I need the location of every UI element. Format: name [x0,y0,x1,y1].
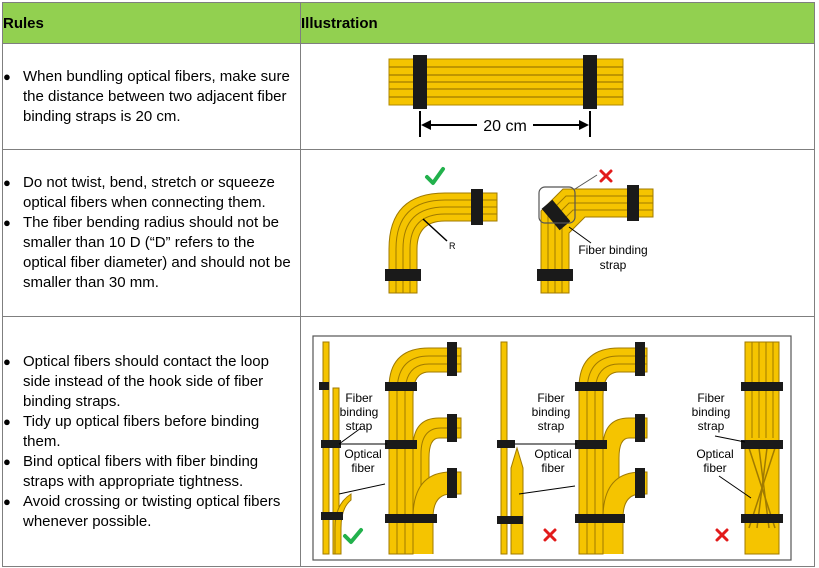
radius-label: R [449,241,456,251]
rules-header: Rules [2,2,301,44]
fiber-label-line2: fiber [351,461,374,475]
bending-radius-illustration: R Fiber binding strap [385,166,654,293]
strap-label-line1: Fiber [697,391,724,405]
illustration-header: Illustration [300,2,815,44]
distance-label: 20 cm [483,118,527,135]
rule-text-cell: Do not twist, bend, stretch or squeeze o… [2,149,301,317]
cross-icon [543,528,557,541]
table-row: Do not twist, bend, stretch or squeeze o… [2,149,815,317]
rule-list: Optical fibers should contact the loop s… [3,352,300,532]
fiber-label-line2: fiber [541,461,564,475]
panel-correct: Fiber binding strap Optical fiber [319,341,462,554]
fiber-label-line1: Optical [696,447,733,461]
illustration-cell: 20 cm [300,43,815,150]
binding-strap [471,188,483,225]
dimension-arrow [421,119,589,130]
cross-icon [599,169,613,182]
rule-list: Do not twist, bend, stretch or squeeze o… [3,173,300,293]
strap-label-line2: binding [692,405,731,419]
binding-strap [583,54,597,109]
strap-label-line1: Fiber binding [578,243,647,257]
rule-item: The fiber bending radius should not be s… [3,213,300,293]
fiber-label-line2: fiber [703,461,726,475]
strap-label-line3: strap [538,419,565,433]
table-row: Optical fibers should contact the loop s… [2,316,815,567]
fiber-label-line1: Optical [344,447,381,461]
check-icon [425,166,445,185]
strap-label-line1: Fiber [345,391,372,405]
rule-list: When bundling optical fibers, make sure … [3,67,300,127]
strap-label-line2: binding [532,405,571,419]
rule-text-cell: When bundling optical fibers, make sure … [2,43,301,150]
strap-label-line2: strap [600,258,627,272]
table-row: When bundling optical fibers, make sure … [2,43,815,150]
strap-label-line3: strap [346,419,373,433]
illustration-cell: Fiber binding strap Optical fiber [300,316,815,567]
binding-strap [627,184,639,221]
rule-item: Bind optical fibers with fiber binding s… [3,452,300,492]
rule-item: Optical fibers should contact the loop s… [3,352,300,412]
panel-incorrect-crossing: Fiber binding strap Optical fiber [692,341,783,554]
highlight-box [538,185,576,224]
strap-label-line2: binding [340,405,379,419]
check-icon [343,527,363,544]
panel-incorrect-hook-side: Fiber binding strap Optical fiber [497,341,648,554]
fiber-bundle-spacing-illustration: 20 cm [388,54,624,137]
binding-strap [413,54,427,109]
rule-item: Tidy up optical fibers before binding th… [3,412,300,452]
fiber-label-line1: Optical [534,447,571,461]
rule-text-cell: Optical fibers should contact the loop s… [2,316,301,567]
illustration-cell: R Fiber binding strap [300,149,815,317]
rule-item: Do not twist, bend, stretch or squeeze o… [3,173,300,213]
cross-icon [715,528,729,541]
header-row: Rules Illustration [2,2,815,44]
strap-label-line1: Fiber [537,391,564,405]
binding-strap [385,268,421,281]
fiber-routing-illustration: Fiber binding strap Optical fiber [312,334,792,561]
rule-item: Avoid crossing or twisting optical fiber… [3,492,300,532]
rule-item: When bundling optical fibers, make sure … [3,67,300,127]
binding-strap [537,268,573,281]
strap-label-line3: strap [698,419,725,433]
